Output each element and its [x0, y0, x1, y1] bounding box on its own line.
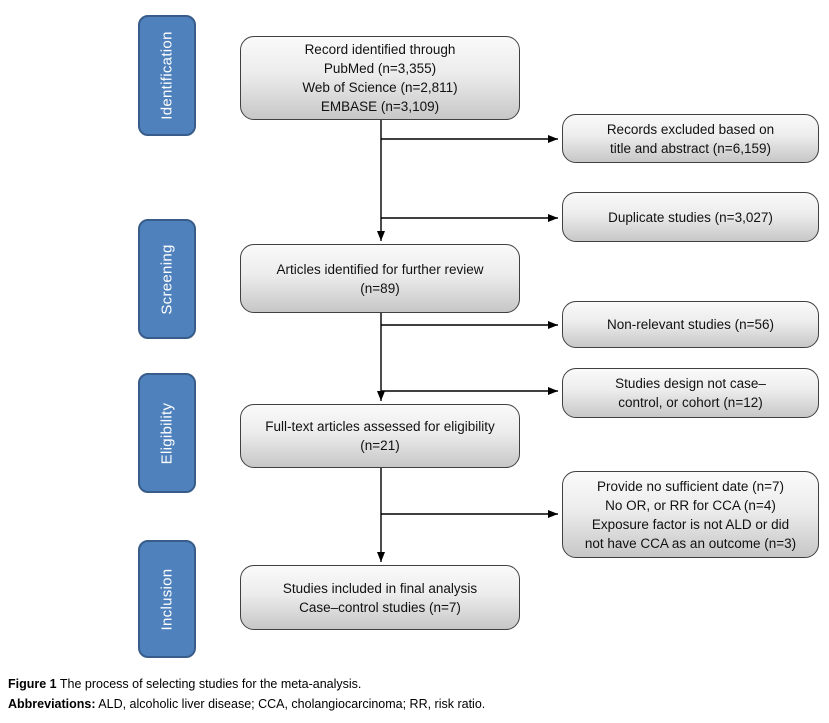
figure-title-text: The process of selecting studies for the… [56, 677, 362, 691]
flow-box-studies-included: Studies included in final analysis Case–… [240, 565, 520, 630]
abbreviations-label: Abbreviations: [8, 697, 96, 711]
exclusion-box-non-relevant: Non-relevant studies (n=56) [562, 301, 819, 348]
flow-box-articles-further-review: Articles identified for further review (… [240, 244, 520, 313]
flow-box-records-identified: Record identified through PubMed (n=3,35… [240, 36, 520, 120]
exclusion-box-duplicates: Duplicate studies (n=3,027) [562, 192, 819, 242]
stage-label-identification: Identification [158, 31, 176, 120]
stage-box-screening: Screening [138, 219, 196, 339]
figure-number-label: Figure 1 [8, 677, 57, 691]
stage-label-screening: Screening [158, 243, 176, 315]
abbreviations-text: ALD, alcoholic liver disease; CCA, chola… [95, 697, 486, 711]
stage-box-identification: Identification [138, 15, 196, 136]
stage-label-eligibility: Eligibility [158, 402, 176, 464]
flow-box-fulltext-assessed: Full-text articles assessed for eligibil… [240, 404, 520, 468]
stage-box-inclusion: Inclusion [138, 540, 196, 658]
stage-box-eligibility: Eligibility [138, 373, 196, 493]
exclusion-box-fulltext-reasons: Provide no sufficient date (n=7) No OR, … [562, 471, 819, 558]
exclusion-box-study-design: Studies design not case– control, or coh… [562, 368, 819, 418]
exclusion-box-title-abstract: Records excluded based on title and abst… [562, 114, 819, 163]
caption-title-line: Figure 1 The process of selecting studie… [8, 674, 788, 694]
stage-label-inclusion: Inclusion [158, 568, 176, 630]
figure-caption: Figure 1 The process of selecting studie… [8, 674, 788, 714]
caption-abbreviations-line: Abbreviations: ALD, alcoholic liver dise… [8, 694, 788, 714]
